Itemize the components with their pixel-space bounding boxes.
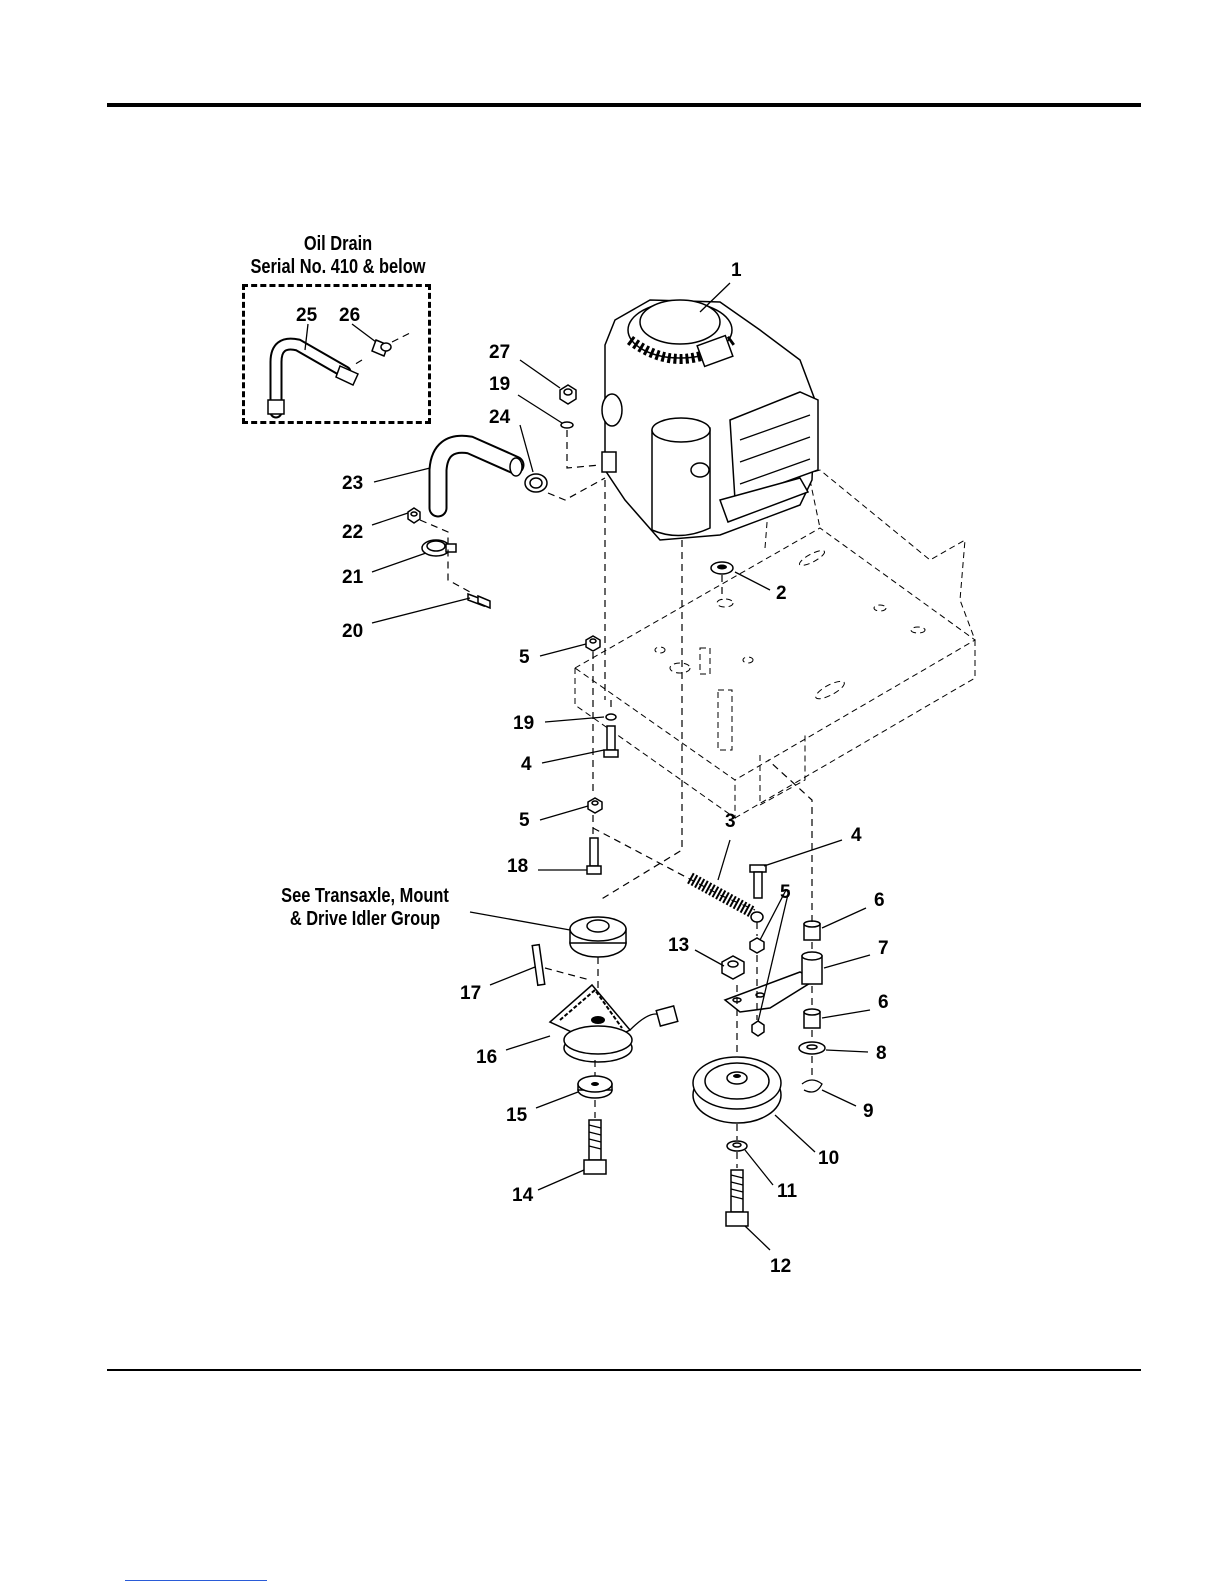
nut-5-upper — [586, 636, 600, 651]
key-17 — [532, 945, 544, 986]
callout-17: 17 — [460, 983, 481, 1004]
spring-3 — [690, 878, 763, 922]
callout-25: 25 — [296, 305, 318, 326]
callout-5-lower: 5 — [519, 810, 530, 831]
callout-9: 9 — [863, 1101, 874, 1122]
callout-5-right: 5 — [780, 882, 791, 903]
bolt-4-right — [750, 865, 766, 898]
callout-8: 8 — [876, 1043, 887, 1064]
callout-5-upper: 5 — [519, 647, 530, 668]
nut-22 — [408, 508, 420, 523]
callout-27: 27 — [489, 342, 510, 363]
callout-6-lower: 6 — [878, 992, 889, 1013]
leader-17 — [545, 968, 590, 980]
callout-24: 24 — [489, 407, 511, 428]
engine-assembly — [602, 300, 818, 540]
washer-19-top — [561, 422, 573, 428]
nut-5-right-lower — [752, 1021, 764, 1036]
callout-1: 1 — [731, 260, 742, 281]
drive-pulley — [570, 917, 626, 957]
hose-clamp-24 — [525, 474, 547, 492]
callout-4-left: 4 — [521, 754, 532, 775]
callout-7: 7 — [878, 938, 889, 959]
leader-27-19 — [567, 430, 600, 468]
callout-4-right: 4 — [851, 825, 862, 846]
washer-19-lower — [606, 714, 616, 720]
callout-19-upper: 19 — [489, 374, 510, 395]
e-ring-9 — [802, 1080, 822, 1092]
oil-drain-hose-23 — [438, 444, 522, 508]
footer-link-underline[interactable] — [125, 1580, 267, 1581]
bolt-4-left — [604, 726, 618, 757]
bolt-12 — [726, 1170, 748, 1226]
callout-6-upper: 6 — [874, 890, 885, 911]
nut-5-lower — [588, 798, 602, 813]
bolt-20 — [468, 594, 490, 608]
bolt-18 — [587, 838, 601, 874]
drain-fitting-26 — [352, 332, 412, 366]
callout-13: 13 — [668, 935, 689, 956]
footer-rule — [107, 1369, 1141, 1371]
leader-hose-path — [548, 478, 605, 500]
leader-22-21-20 — [420, 520, 470, 592]
nut-27 — [560, 385, 576, 404]
cable-clamp-21 — [422, 540, 456, 556]
callout-18: 18 — [507, 856, 528, 877]
callout-26: 26 — [339, 305, 360, 326]
washer-15 — [578, 1076, 612, 1098]
bolt-14 — [584, 1120, 606, 1174]
nut-13 — [722, 956, 744, 979]
washer-8 — [799, 1042, 825, 1054]
electric-clutch-16 — [550, 985, 678, 1062]
callout-3: 3 — [725, 811, 736, 832]
callout-14: 14 — [512, 1185, 534, 1206]
callout-23: 23 — [342, 473, 363, 494]
nut-5-right-upper — [750, 938, 764, 953]
bushing-6-upper — [804, 921, 820, 940]
bushing-6-lower — [804, 1009, 820, 1028]
callout-15: 15 — [506, 1105, 528, 1126]
callout-10: 10 — [818, 1148, 839, 1169]
callout-11: 11 — [777, 1181, 798, 1202]
callout-22: 22 — [342, 522, 363, 543]
pivot-tube-7 — [802, 952, 822, 984]
washer-11 — [727, 1141, 747, 1151]
washer-2 — [711, 562, 733, 574]
callout-12: 12 — [770, 1256, 791, 1277]
callout-2: 2 — [776, 583, 787, 604]
callout-16: 16 — [476, 1047, 497, 1068]
callout-19-lower: 19 — [513, 713, 534, 734]
callout-21: 21 — [342, 567, 364, 588]
oil-drain-hose-25 — [268, 344, 358, 414]
callout-20: 20 — [342, 621, 363, 642]
idler-pulley-10 — [693, 1057, 781, 1123]
